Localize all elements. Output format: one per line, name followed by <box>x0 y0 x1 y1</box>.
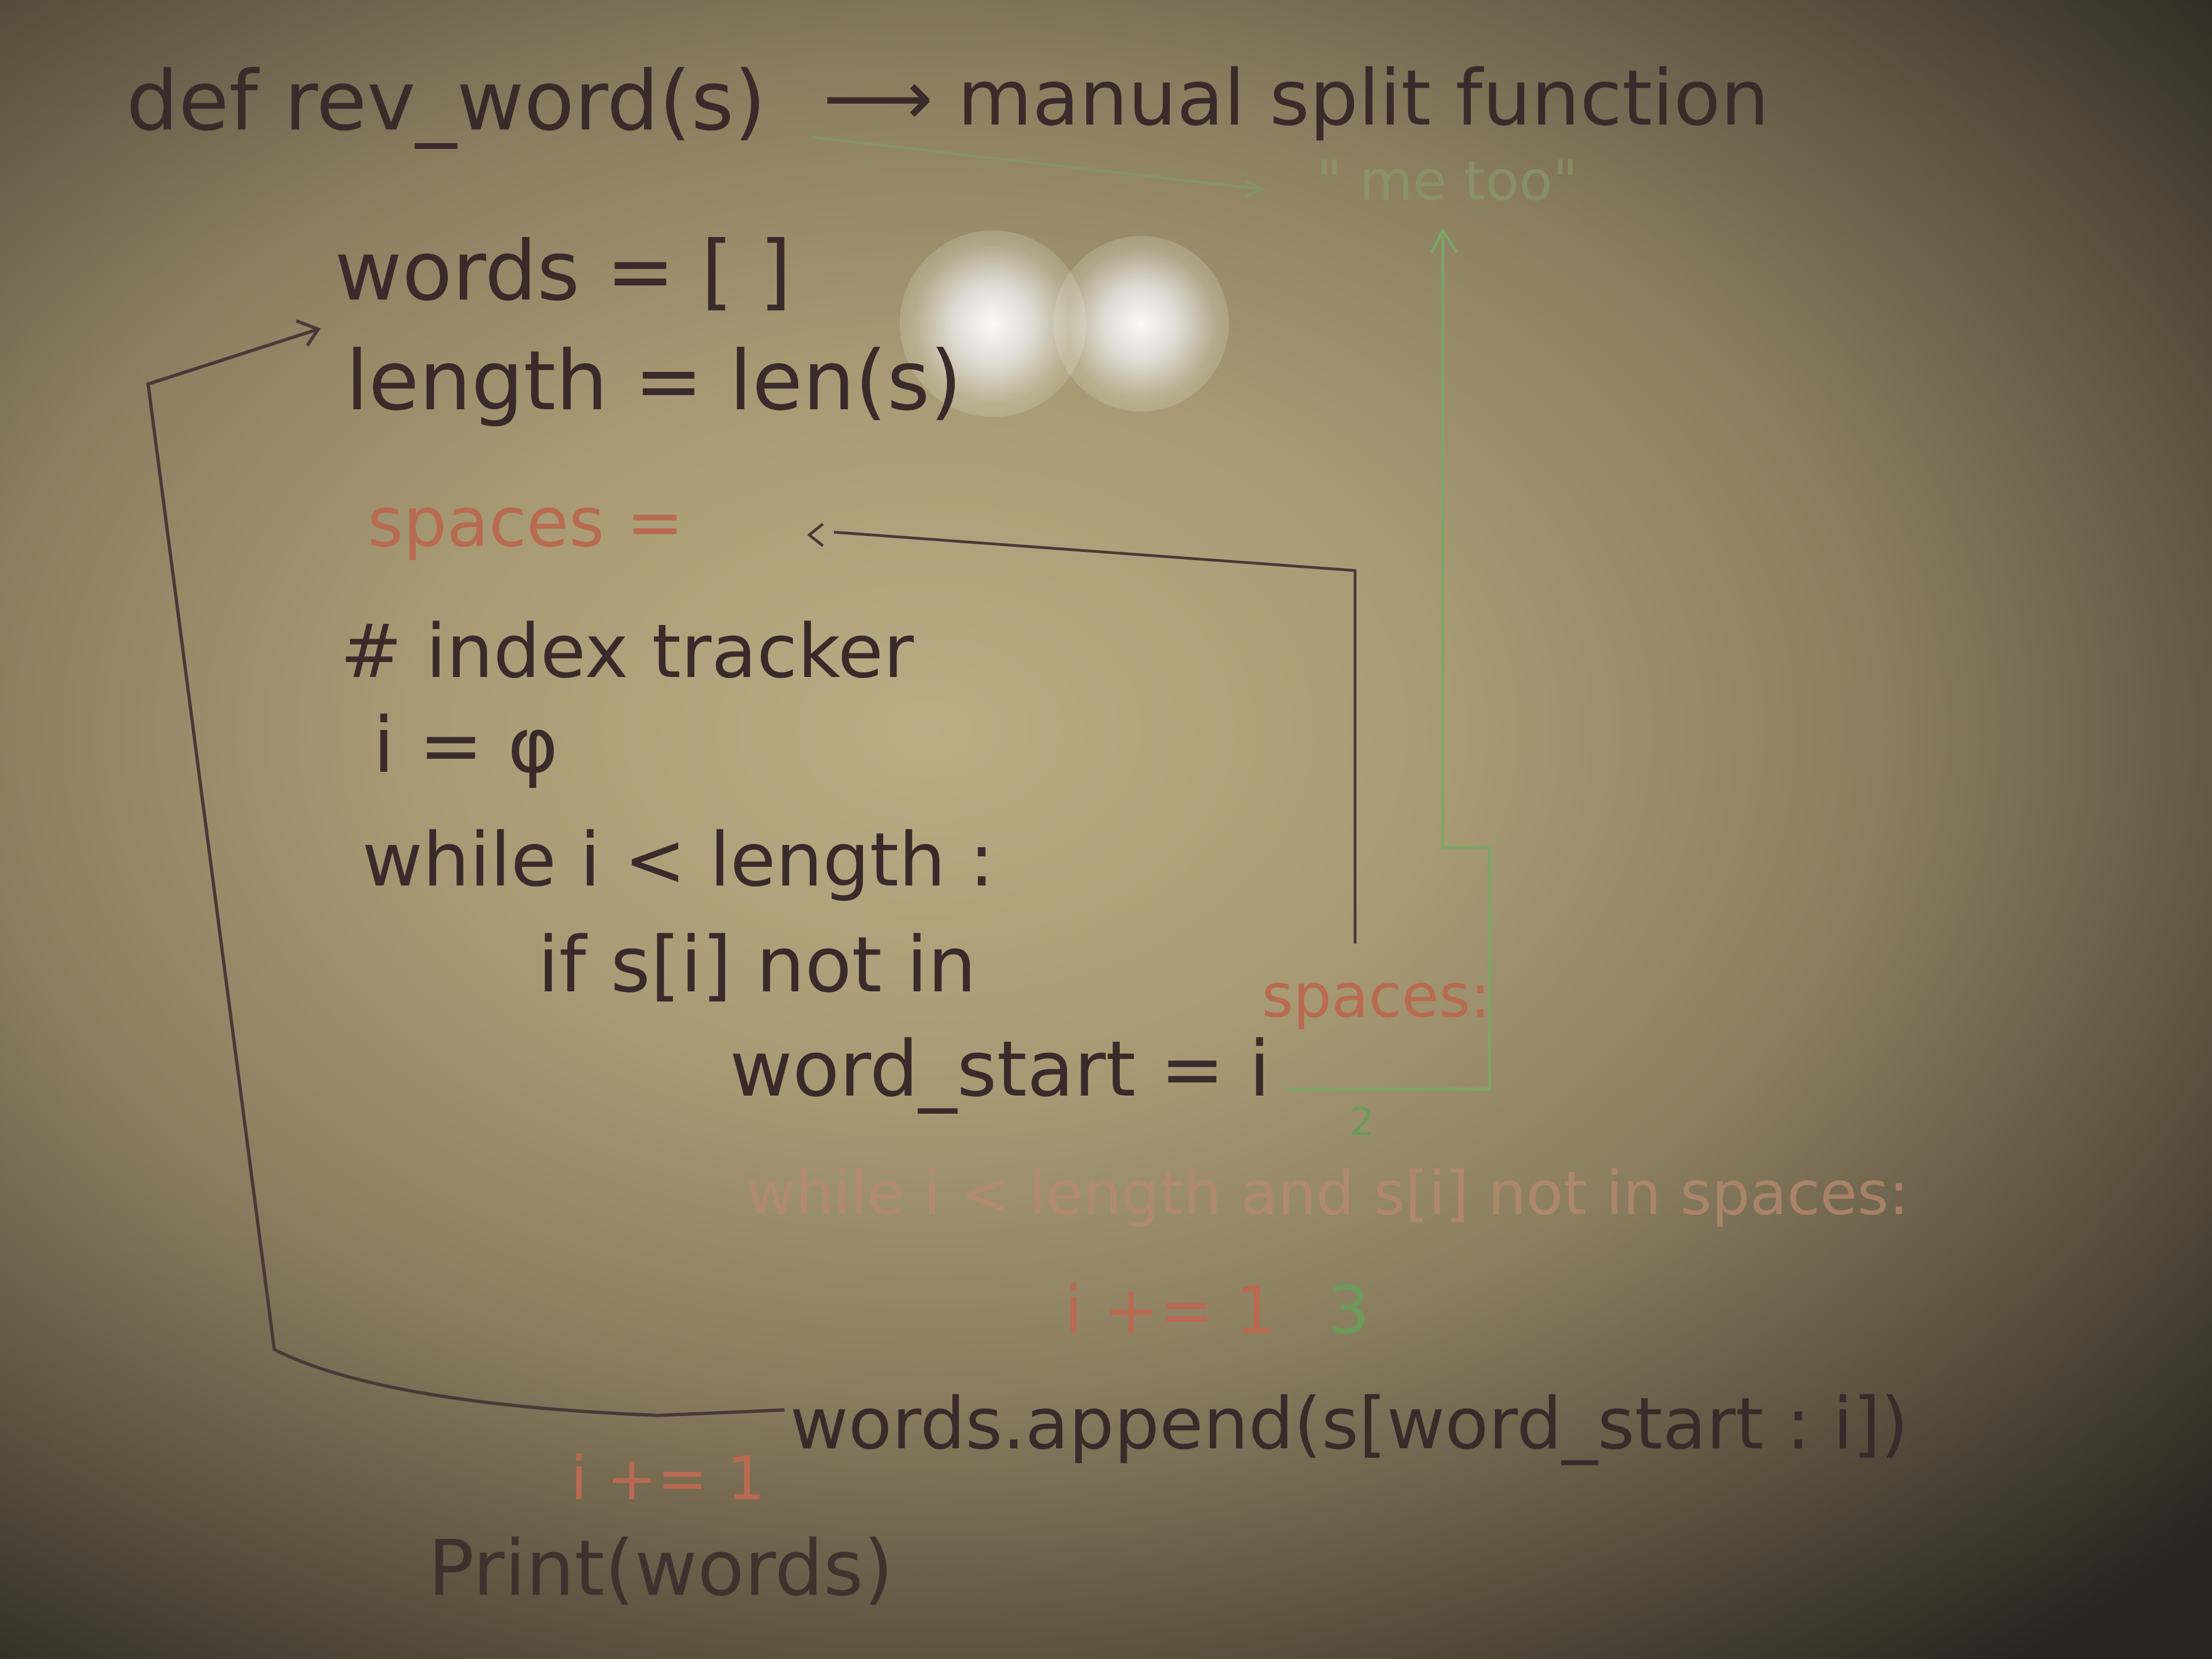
if-line: if s[i] not in <box>538 921 977 1010</box>
spaces-init: spaces = <box>368 483 684 562</box>
step-three: 3 <box>1328 1273 1370 1349</box>
while-outer: while i < length : <box>362 817 995 903</box>
word-start-line: word_start = i <box>730 1025 1271 1114</box>
i-init: i = φ <box>373 701 558 791</box>
loop-back-arrow <box>146 319 785 1418</box>
light-glare <box>1053 236 1229 411</box>
right-arrow-icon: ⟶ <box>823 54 958 143</box>
green-note: " me too" <box>1317 149 1578 213</box>
if-spaces: spaces: <box>1262 961 1491 1031</box>
underline-arrow <box>811 136 1265 198</box>
comment-line: # index tracker <box>340 608 914 695</box>
def-line: def rev_word(s) <box>126 54 766 149</box>
outer-increment: i += 1 <box>571 1443 765 1514</box>
step-two: 2 <box>1350 1099 1374 1144</box>
print-line: Print(words) <box>428 1524 894 1613</box>
words-init: words = [ ] <box>335 224 792 319</box>
arrow-note: ⟶ manual split function <box>823 60 1769 137</box>
arrow-note-text: manual split function <box>957 54 1769 143</box>
spaces-pointer-arrow <box>806 523 1357 944</box>
while-inner: while i < length and s[i] not in spaces: <box>746 1158 1909 1228</box>
append-line: words.append(s[word_start : i]) <box>790 1382 1909 1465</box>
inner-increment: i += 1 <box>1064 1273 1277 1349</box>
green-word-start-arrow <box>1286 227 1491 1091</box>
length-init: length = len(s) <box>346 334 962 429</box>
